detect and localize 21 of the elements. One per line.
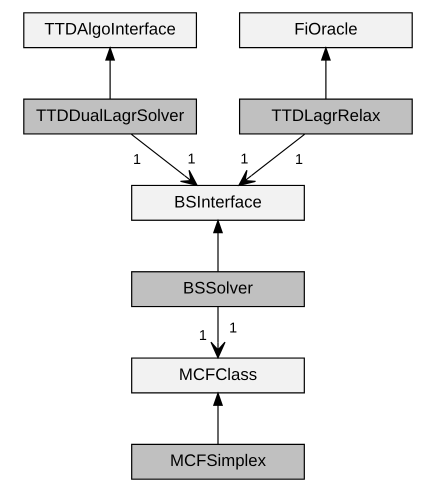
arrow <box>212 391 223 444</box>
label: 1 <box>228 320 237 336</box>
label: 1 <box>198 328 206 344</box>
node-box: BSSolver <box>130 271 304 308</box>
arrow <box>130 134 198 186</box>
label: 1 <box>294 152 303 168</box>
arrow <box>320 46 330 99</box>
node-box: MCFSimplex <box>130 444 304 480</box>
label: 1 <box>132 152 140 168</box>
label: 1 <box>240 151 248 168</box>
arrow <box>104 46 115 99</box>
node-box: TTDDualLagrSolver <box>22 98 197 135</box>
node-box: BSInterface <box>130 184 304 221</box>
node-box: TTDLagrRelax <box>238 98 412 135</box>
node-box: MCFClass <box>130 357 304 394</box>
arrow <box>212 218 223 272</box>
arrow <box>238 134 304 186</box>
label: 1 <box>187 151 196 168</box>
node-box: FiOracle <box>238 12 412 48</box>
arrow <box>210 306 226 358</box>
node-box: TTDAlgoInterface <box>22 12 197 48</box>
